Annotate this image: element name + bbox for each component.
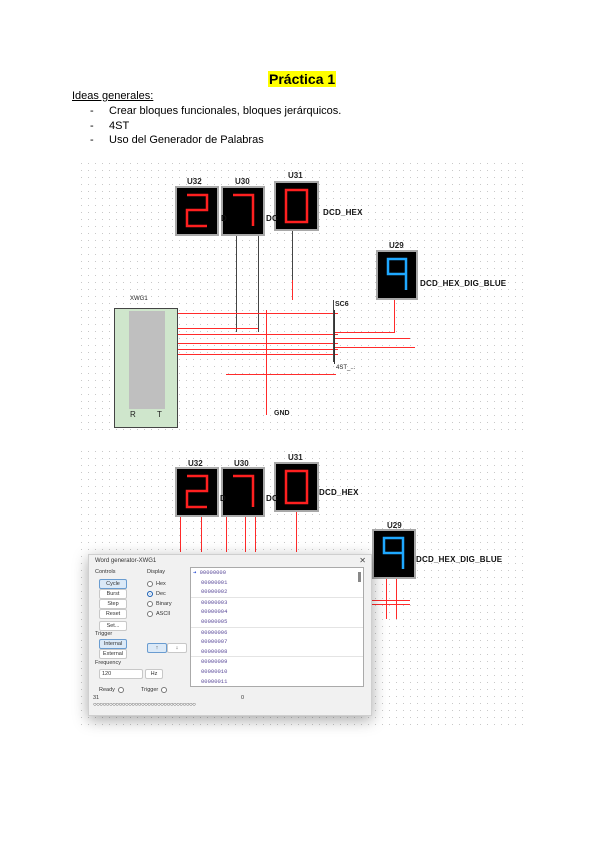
bullet-marker: - [90, 105, 94, 117]
digit-7-icon [233, 474, 255, 507]
display-label: Display [147, 569, 166, 575]
seven-segment-display-u32[interactable] [175, 467, 219, 517]
pin-label: R [130, 410, 136, 419]
list-item[interactable]: 00000004 [201, 608, 228, 616]
display-type-label: D [220, 494, 226, 503]
bullet-item: -Uso del Generador de Palabras [90, 134, 264, 146]
display-ref: U30 [234, 459, 249, 468]
display-ref: U29 [387, 521, 402, 530]
word-generator-dialog: Word generator-XWG1 ✕ Controls Cycle Bur… [88, 554, 372, 716]
display-type-label: DCD_HEX_DIG_BLUE [420, 279, 507, 288]
set-button[interactable]: Set... [99, 621, 127, 631]
digit-0-icon [284, 188, 309, 224]
section-subtitle: Ideas generales: [72, 90, 154, 102]
subcircuit-ref: SC6 [335, 301, 349, 308]
display-type-label: DCD_HEX_DIG_BLUE [416, 555, 503, 564]
display-type-label: DCD_HEX [323, 208, 363, 217]
bullet-item: -Crear bloques funcionales, bloques jerá… [90, 105, 342, 117]
trigger-label: Trigger [95, 631, 113, 637]
scrollbar[interactable] [358, 572, 361, 582]
step-button[interactable]: Step [99, 599, 127, 609]
frequency-label: Frequency [95, 660, 121, 666]
document-title: Práctica 1 [268, 71, 337, 87]
display-ref: U32 [187, 177, 202, 186]
list-item[interactable]: 00000003 [191, 596, 363, 608]
digit-0-icon [284, 469, 309, 505]
display-ref: U30 [235, 177, 250, 186]
list-item[interactable]: 00000006 [191, 626, 363, 638]
subcircuit-name: 4ST_... [336, 365, 356, 371]
trigger-external-button[interactable]: External [99, 649, 127, 659]
display-radio-ascii[interactable]: ASCII [147, 611, 170, 617]
digit-9-icon [382, 536, 405, 569]
list-item[interactable]: 00000011 [201, 677, 228, 685]
ready-indicator: Ready [99, 687, 124, 693]
trigger-indicator: Trigger [141, 687, 168, 693]
output-bit-pins: ○○○○○○○○○○○○○○○○○○○○○○○○○○○○○○○○ [93, 701, 196, 708]
pointer-arrow-icon: ➜ [193, 569, 200, 576]
display-radio-binary[interactable]: Binary [147, 601, 172, 607]
bullet-marker: - [90, 119, 94, 132]
display-radio-hex[interactable]: Hex [147, 581, 166, 587]
list-item[interactable]: ➜ 00000000 [193, 569, 227, 576]
cycle-button[interactable]: Cycle [99, 579, 127, 589]
frequency-unit-select[interactable]: Hz [145, 669, 163, 679]
bit-range-right: 0 [241, 695, 245, 701]
schematic-screenshot-1: U32 U30 U31 D DC DCD_HEX U29 DCD_HEX_DIG… [78, 160, 523, 430]
ground-label: GND [274, 410, 290, 417]
display-ref: U29 [389, 241, 404, 250]
bullet-item: -4ST [90, 119, 130, 132]
bit-range-left: 31 [93, 695, 100, 701]
list-item[interactable]: 00000010 [201, 667, 228, 675]
list-item[interactable]: 00000002 [201, 588, 228, 596]
falling-edge-button[interactable]: ↓ [167, 643, 187, 653]
display-ref: U32 [188, 459, 203, 468]
subcircuit-block[interactable] [334, 310, 335, 364]
display-ref: U31 [288, 453, 303, 462]
seven-segment-display-u31[interactable] [274, 462, 319, 512]
digit-2-icon [185, 474, 209, 509]
controls-label: Controls [95, 569, 116, 575]
display-type-label: D [221, 214, 227, 223]
list-item[interactable]: 00000007 [201, 638, 228, 646]
seven-segment-display-u29[interactable] [372, 529, 416, 579]
list-item[interactable]: 00000009 [191, 656, 363, 667]
burst-button[interactable]: Burst [99, 589, 127, 599]
pin-label: T [157, 410, 162, 419]
trigger-internal-button[interactable]: Internal [99, 639, 127, 649]
display-type-label: DC [266, 494, 278, 503]
rising-edge-button[interactable]: ↑ [147, 643, 167, 653]
frequency-input[interactable]: 120 [99, 669, 143, 679]
word-list[interactable]: ➜ 00000000 00000001 00000002 00000003 00… [190, 567, 364, 687]
display-type-label: DC [266, 214, 278, 223]
seven-segment-display-u32[interactable] [175, 186, 219, 236]
seven-segment-display-u31[interactable] [274, 181, 319, 231]
list-item[interactable]: 00000005 [201, 617, 228, 625]
list-item[interactable]: 00000008 [201, 647, 228, 655]
seven-segment-display-u30[interactable] [221, 186, 265, 236]
seven-segment-display-u30[interactable] [221, 467, 265, 517]
digit-2-icon [185, 193, 209, 228]
reset-button[interactable]: Reset [99, 609, 127, 619]
display-radio-dec[interactable]: Dec [147, 591, 166, 597]
bullet-list: -Crear bloques funcionales, bloques jerá… [90, 104, 341, 148]
display-ref: U31 [288, 171, 303, 180]
close-icon[interactable]: ✕ [359, 556, 366, 565]
bullet-marker: - [90, 134, 94, 146]
seven-segment-display-u29[interactable] [376, 250, 418, 300]
list-item[interactable]: 00000001 [201, 578, 228, 586]
wire [168, 313, 338, 314]
word-generator-block[interactable]: R T [114, 308, 178, 428]
dialog-title: Word generator-XWG1 [95, 558, 157, 564]
display-type-label: DCD_HEX [319, 488, 359, 497]
digit-9-icon [386, 257, 408, 290]
digit-7-icon [233, 193, 255, 226]
word-generator-ref: XWG1 [130, 296, 148, 302]
